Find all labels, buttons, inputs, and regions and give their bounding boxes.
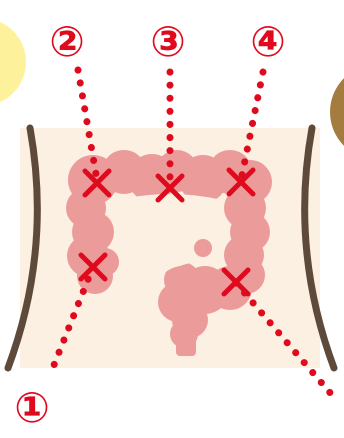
yellow-deco-circle — [0, 18, 26, 106]
brown-deco-circle — [330, 64, 344, 160]
marker-label-4: ④ — [250, 17, 286, 66]
marker-label-3: ③ — [150, 17, 186, 66]
marker-label-2: ② — [49, 17, 85, 66]
marker-label-1: ① — [14, 383, 50, 432]
